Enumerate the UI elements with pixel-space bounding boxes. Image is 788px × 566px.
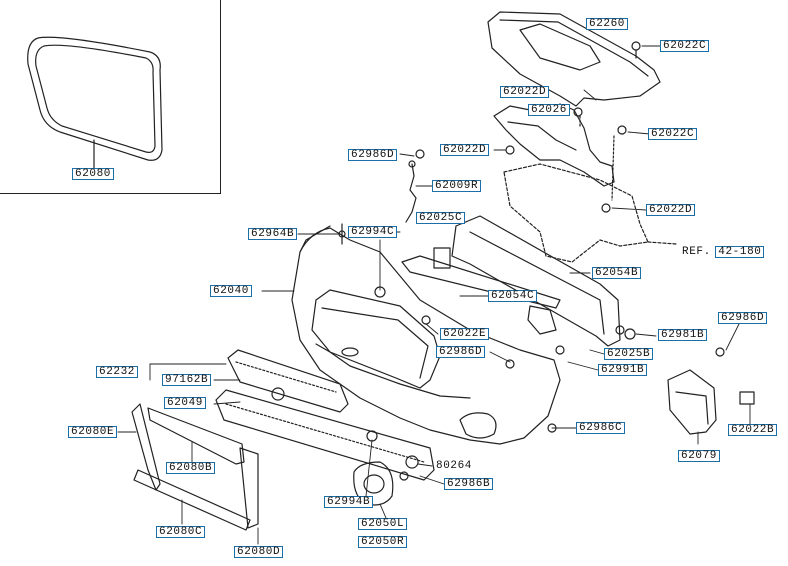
part-label-62991b[interactable]: 62991B [598, 364, 648, 376]
part-label-62080c[interactable]: 62080C [156, 526, 206, 538]
grille-moulding-drawing [131, 403, 259, 531]
leader-lines-drawing [117, 23, 751, 545]
fastener-clips-drawing [338, 223, 725, 481]
reference-note: REF. 42-180 [682, 241, 765, 259]
part-label-62009r[interactable]: 62009R [432, 180, 482, 192]
reference-number[interactable]: 42-180 [715, 246, 765, 258]
reference-prefix: REF. [682, 246, 711, 258]
part-label-62022d[interactable]: 62022D [440, 144, 490, 156]
upper-support-bracket-drawing [493, 103, 627, 213]
wire-harness-drawing [405, 149, 425, 223]
part-label-62964b[interactable]: 62964B [248, 228, 298, 240]
part-label-62080d[interactable]: 62080D [234, 546, 284, 558]
part-label-62022c[interactable]: 62022C [660, 40, 710, 52]
part-label-62260[interactable]: 62260 [586, 18, 629, 30]
part-label-62025b[interactable]: 62025B [604, 348, 654, 360]
part-label-62079[interactable]: 62079 [678, 450, 721, 462]
bumper-reinforcement-drawing [401, 215, 625, 347]
front-grille-drawing [215, 349, 435, 481]
part-label-62022e[interactable]: 62022E [440, 328, 490, 340]
part-label-62986c[interactable]: 62986C [576, 422, 626, 434]
part-label-62022b[interactable]: 62022B [728, 424, 778, 436]
part-label-62022c[interactable]: 62022C [648, 128, 698, 140]
part-label-62232[interactable]: 62232 [96, 366, 139, 378]
part-label-62026[interactable]: 62026 [528, 104, 571, 116]
reference-body-panel-drawing [503, 163, 677, 263]
part-label-62049[interactable]: 62049 [164, 397, 207, 409]
part-label-97162b[interactable]: 97162B [162, 374, 212, 386]
part-label-62025c[interactable]: 62025C [416, 212, 466, 224]
part-label-62080b[interactable]: 62080B [166, 462, 216, 474]
part-label-62050l[interactable]: 62050L [358, 518, 408, 530]
part-label-62080e[interactable]: 62080E [68, 426, 118, 438]
part-label-62080[interactable]: 62080 [72, 168, 115, 180]
part-label-62986b[interactable]: 62986B [444, 478, 494, 490]
part-label-62994b[interactable]: 62994B [324, 496, 374, 508]
part-label-62022d[interactable]: 62022D [500, 86, 550, 98]
part-label-62040[interactable]: 62040 [210, 285, 253, 297]
inset-grille-frame-drawing [27, 36, 163, 169]
radiator-cover-drawing [487, 11, 661, 107]
side-bracket-drawing [667, 369, 755, 435]
part-label-62022d[interactable]: 62022D [646, 204, 696, 216]
part-label-62986d[interactable]: 62986D [718, 312, 768, 324]
part-label-62981b[interactable]: 62981B [658, 329, 708, 341]
inset-panel [0, 0, 221, 194]
part-label-62050r[interactable]: 62050R [358, 536, 408, 548]
part-label-62986d[interactable]: 62986D [348, 149, 398, 161]
part-label-62994c[interactable]: 62994C [348, 226, 398, 238]
part-label-62054b[interactable]: 62054B [592, 267, 642, 279]
part-label-62054c[interactable]: 62054C [488, 290, 538, 302]
part-label-80264[interactable]: 80264 [436, 460, 473, 472]
part-label-62986d[interactable]: 62986D [436, 346, 486, 358]
